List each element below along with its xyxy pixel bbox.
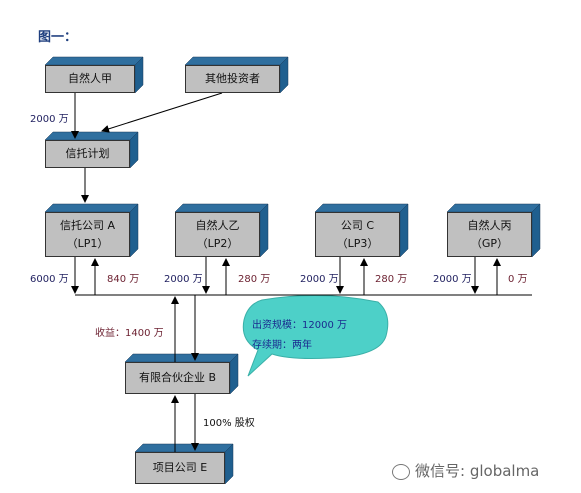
watermark-text: 微信号: globalma xyxy=(415,462,540,480)
callout-duration: 存续期：两年 xyxy=(252,340,312,351)
box-label: 其他投资者 xyxy=(205,72,260,85)
label-income: 收益：1400 万 xyxy=(95,328,164,339)
box-shadows xyxy=(44,56,541,485)
wechat-icon xyxy=(392,463,410,480)
label-lp2-return: 280 万 xyxy=(238,274,271,285)
box-company-c: 公司 C （LP3） xyxy=(315,212,400,257)
box-label: 自然人乙 xyxy=(195,218,240,232)
label-equity: 100% 股权 xyxy=(203,418,255,429)
label-lp1-return: 840 万 xyxy=(107,274,140,285)
box-role: （LP2） xyxy=(196,236,239,250)
box-role: （GP） xyxy=(470,236,509,250)
box-natural-person-jia: 自然人甲 xyxy=(45,65,135,93)
box-label: 信托公司 A xyxy=(59,218,116,232)
label-lp2-contribution: 2000 万 xyxy=(164,274,203,285)
box-role: （LP1） xyxy=(66,236,109,250)
box-natural-person-bing: 自然人丙 （GP） xyxy=(447,212,532,257)
connectors xyxy=(71,92,532,452)
label-gp-contribution: 2000 万 xyxy=(433,274,472,285)
figure-title: 图一： xyxy=(38,30,78,45)
callout-text: 出资规模：12000 万 存续期：两年 xyxy=(252,316,382,362)
box-other-investors: 其他投资者 xyxy=(185,65,280,93)
box-trust-plan: 信托计划 xyxy=(45,140,130,168)
box-label: 有限合伙企业 B xyxy=(138,371,217,384)
box-limited-partnership-b: 有限合伙企业 B xyxy=(125,362,230,394)
callout-bubble xyxy=(242,294,389,377)
label-jia-contribution: 2000 万 xyxy=(30,114,69,125)
label-lp3-contribution: 2000 万 xyxy=(300,274,339,285)
watermark: 微信号: globalma xyxy=(392,460,539,481)
box-label: 信托计划 xyxy=(65,147,110,160)
box-trust-company-a: 信托公司 A （LP1） xyxy=(45,212,130,257)
callout-scale: 出资规模：12000 万 xyxy=(252,320,347,331)
label-gp-return: 0 万 xyxy=(508,274,528,285)
box-natural-person-yi: 自然人乙 （LP2） xyxy=(175,212,260,257)
label-lp3-return: 280 万 xyxy=(375,274,408,285)
box-label: 公司 C xyxy=(340,218,375,232)
box-label: 自然人丙 xyxy=(467,218,512,232)
box-role: （LP3） xyxy=(336,236,379,250)
box-label: 自然人甲 xyxy=(68,72,112,85)
box-project-company-e: 项目公司 E xyxy=(135,452,225,484)
box-label: 项目公司 E xyxy=(152,461,208,474)
label-lp1-contribution: 6000 万 xyxy=(30,274,69,285)
